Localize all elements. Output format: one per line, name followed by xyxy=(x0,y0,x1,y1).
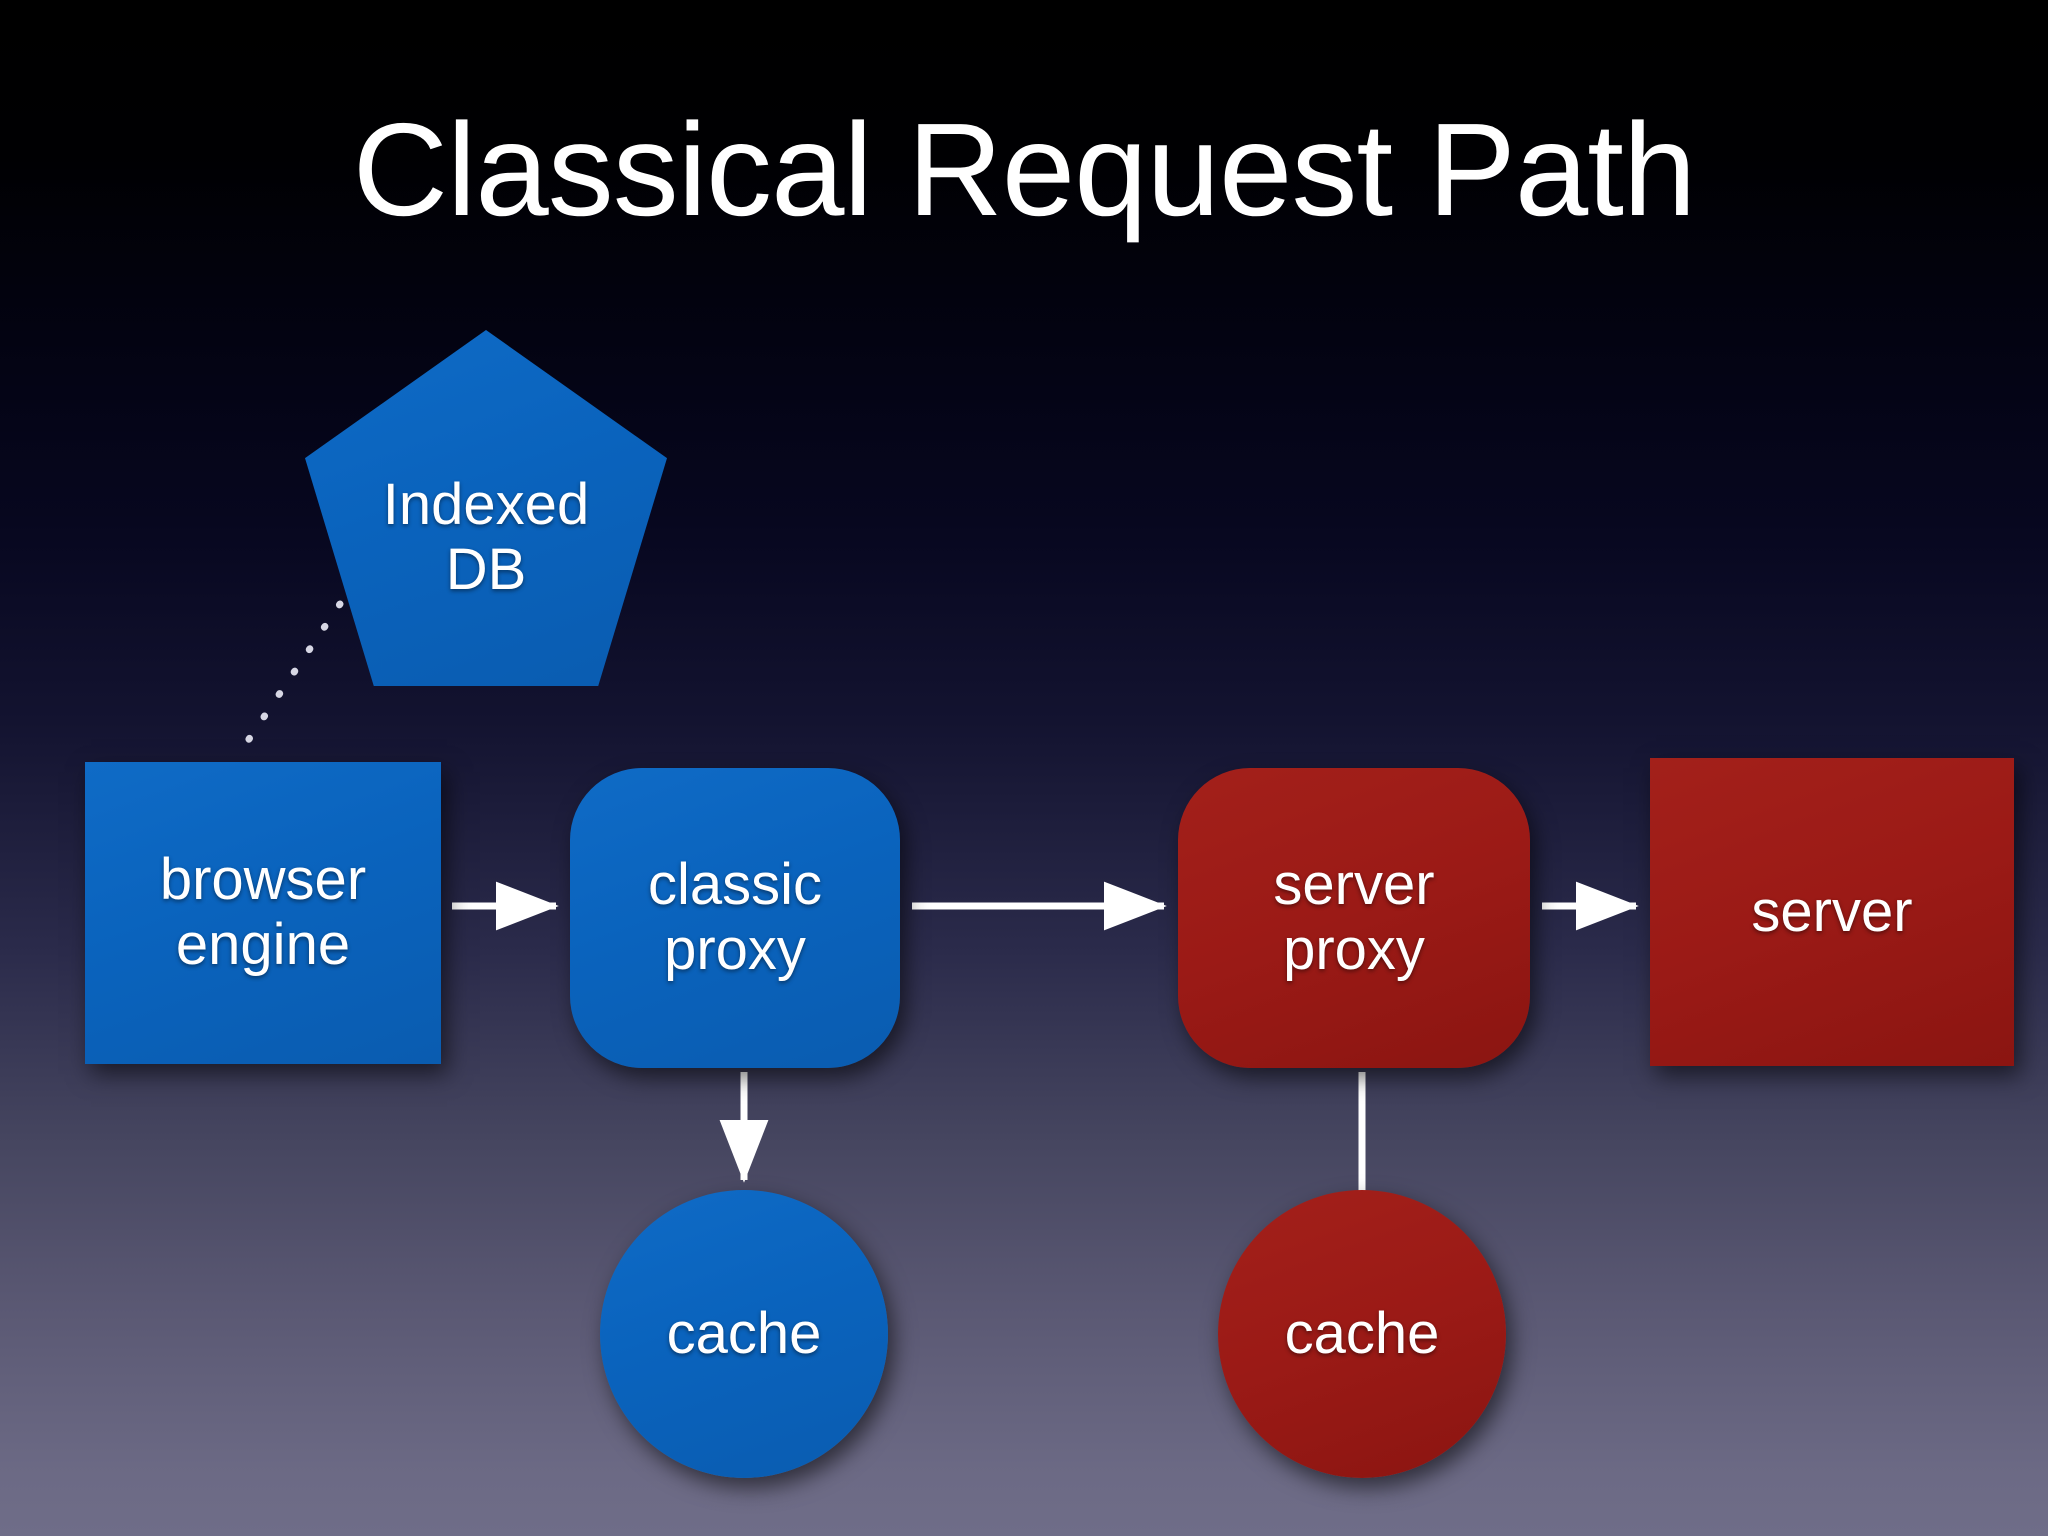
node-classic-proxy[interactable]: classic proxy xyxy=(570,768,900,1068)
connector-indexeddb-to-browser xyxy=(239,600,344,752)
node-classic-proxy-label: classic proxy xyxy=(647,852,823,982)
node-cache-server-side-label: cache xyxy=(1284,1300,1440,1366)
node-indexed-db[interactable]: Indexed DB xyxy=(305,330,667,686)
page-title: Classical Request Path xyxy=(352,96,1697,243)
node-server-proxy-label: server proxy xyxy=(1273,852,1435,982)
node-indexed-db-label: Indexed DB xyxy=(382,472,590,602)
node-server-label: server xyxy=(1751,878,1913,944)
node-cache-server-side[interactable]: cache xyxy=(1218,1190,1506,1478)
node-server[interactable]: server xyxy=(1650,758,2014,1066)
node-cache-browser-side-label: cache xyxy=(666,1300,822,1366)
node-server-proxy[interactable]: server proxy xyxy=(1178,768,1530,1068)
node-cache-browser-side[interactable]: cache xyxy=(600,1190,888,1478)
node-browser-engine[interactable]: browser engine xyxy=(85,762,441,1064)
node-browser-engine-label: browser engine xyxy=(159,847,367,977)
